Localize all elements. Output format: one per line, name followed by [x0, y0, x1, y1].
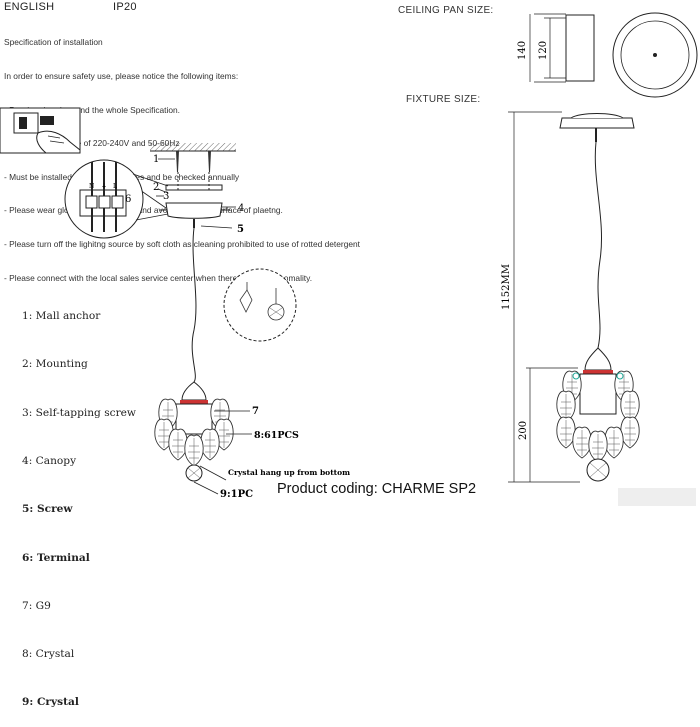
callout-8: 8:61PCS — [254, 430, 299, 441]
mall-anchor-icon — [176, 151, 211, 172]
legend-item: 6: Terminal — [22, 551, 90, 564]
ceiling-pan-side-view — [529, 13, 595, 83]
terminal-n-label: N — [89, 183, 94, 190]
pan-height-dimension: 140 — [517, 41, 528, 60]
callout-3: 3 — [163, 191, 169, 202]
callout-7: 7 — [252, 406, 259, 417]
callout-9: 9:1PC — [220, 489, 253, 500]
callout-1: 1 — [153, 154, 159, 165]
ceiling-pan-size-label: CEILING PAN SIZE: — [398, 5, 494, 16]
language-label: ENGLISH — [4, 1, 55, 13]
callout-4: 4 — [238, 203, 244, 214]
spec-line: In order to ensure safety use, please no… — [4, 71, 239, 82]
watermark-smudge — [618, 488, 696, 506]
crystal-detail — [223, 268, 297, 342]
fixture-height-dimension: 1152MM — [501, 264, 512, 310]
mounting-plate-icon — [165, 184, 223, 191]
spec-line: - Please turn off the lighitng source by… — [4, 239, 361, 250]
spec-line: Specification of installation — [4, 37, 103, 48]
product-coding: Product coding: CHARME SP2 — [277, 481, 477, 497]
terminal-l-label: L — [113, 183, 117, 190]
pendant-fixture-right — [556, 113, 640, 482]
switch-off-icon — [0, 107, 81, 154]
legend-item: 1: Mall anchor — [22, 310, 101, 323]
legend-item: 7: G9 — [22, 599, 51, 612]
terminal-detail: N ⏚ L — [64, 159, 169, 239]
callout-5: 5 — [237, 224, 244, 235]
callout-2: 2 — [153, 182, 159, 193]
crystal-hang-note: Crystal hang up from bottom — [228, 468, 350, 477]
cable — [191, 227, 197, 383]
callout-6: 6 — [125, 194, 131, 205]
ceiling-hatch-icon — [150, 143, 236, 152]
ip-rating: IP20 — [113, 1, 137, 13]
installation-drawing: 1 2 3 4 5 N ⏚ L 6 — [0, 12, 698, 506]
fixture-size-label: FIXTURE SIZE: — [406, 94, 481, 105]
pan-inner-dimension: 120 — [538, 41, 549, 60]
legend-item: 8: Crystal — [22, 648, 75, 661]
legend-item: 2: Mounting — [22, 358, 88, 371]
terminal-ground-label: ⏚ — [101, 183, 107, 190]
ceiling-pan-top-view — [612, 12, 698, 98]
pendant-fixture-left — [154, 381, 234, 482]
legend-item: 9: Crystal — [22, 696, 79, 709]
legend-item: 3: Self-tapping screw — [22, 406, 136, 419]
canopy-icon — [165, 202, 223, 219]
legend-item: 4: Canopy — [22, 455, 77, 468]
body-height-dimension: 200 — [518, 421, 529, 440]
fixture-dimension-lines — [508, 111, 580, 483]
